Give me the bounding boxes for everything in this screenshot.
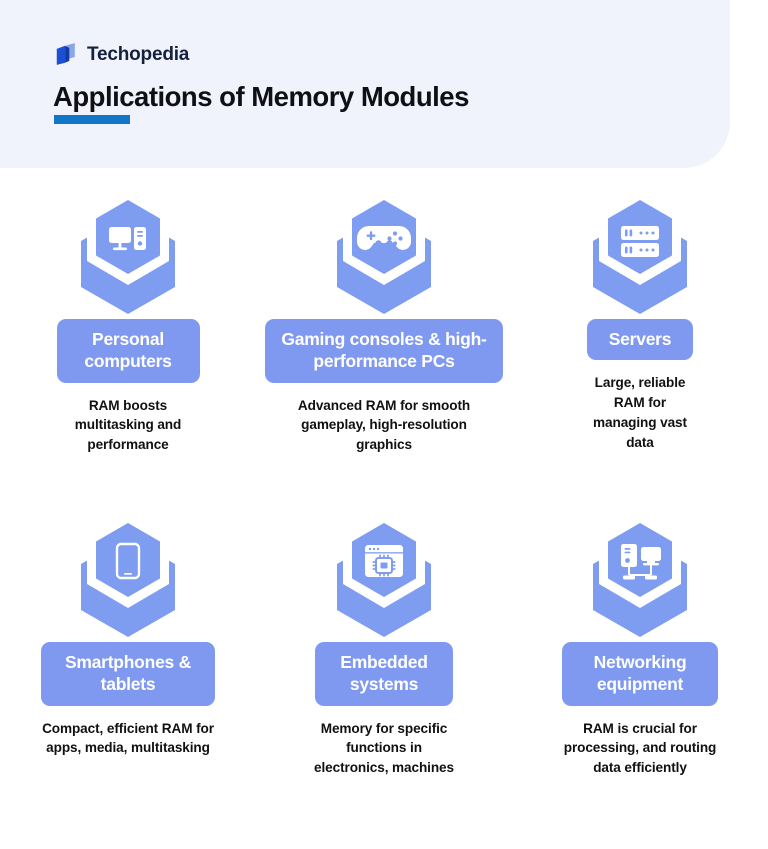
desktop-computer-icon	[69, 190, 187, 314]
smartphone-icon	[69, 512, 187, 637]
card-description: Large, reliable RAM for managing vast da…	[593, 375, 687, 450]
microchip-window-icon	[325, 512, 443, 637]
header-panel: Techopedia Applications of Memory Module…	[0, 0, 730, 168]
card-title-badge: Personal computers	[56, 319, 200, 383]
title-accent-rule	[54, 115, 130, 124]
brand: Techopedia	[54, 42, 189, 66]
techopedia-logo-icon	[54, 42, 78, 66]
card-description: Memory for specific functions in electro…	[314, 720, 454, 776]
game-controller-icon	[325, 190, 443, 314]
card-description: Advanced RAM for smooth gameplay, high-r…	[297, 397, 471, 453]
card-title-badge: Smartphones & tablets	[41, 641, 215, 706]
page-title: Applications of Memory Modules	[53, 81, 469, 112]
network-topology-icon	[581, 512, 699, 637]
card-title-badge: Embedded systems	[315, 641, 453, 706]
card-gaming-consoles: Gaming consoles & high-performance PCs A…	[256, 190, 512, 455]
card-title-badge: Networking equipment	[562, 641, 718, 706]
card-servers: Servers Large, reliable RAM for managing…	[512, 190, 768, 455]
brand-name: Techopedia	[87, 43, 190, 65]
card-description: RAM boosts multitasking and performance	[74, 397, 182, 453]
card-smartphones-tablets: Smartphones & tablets Compact, efficient…	[0, 512, 256, 778]
card-description: RAM is crucial for processing, and routi…	[563, 720, 717, 776]
card-description: Compact, efficient RAM for apps, media, …	[42, 720, 214, 756]
card-embedded-systems: Embedded systems Memory for specific fun…	[256, 512, 512, 778]
card-title-badge: Servers	[587, 319, 693, 361]
card-personal-computers: Personal computers RAM boosts multitaski…	[0, 190, 256, 455]
server-rack-icon	[581, 190, 699, 314]
cards-grid: Personal computers RAM boosts multitaski…	[0, 190, 768, 778]
card-title-badge: Gaming consoles & high-performance PCs	[265, 319, 503, 383]
card-networking-equipment: Networking equipment RAM is crucial for …	[512, 512, 768, 778]
